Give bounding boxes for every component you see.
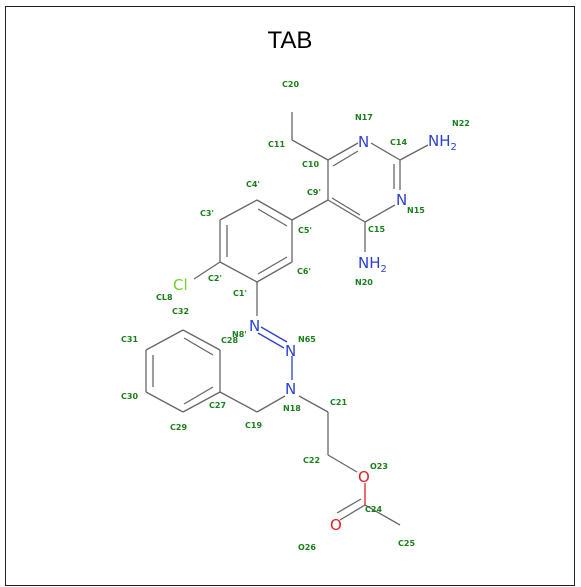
bond-c28-c32 <box>182 329 221 351</box>
label-c28: C28 <box>221 336 238 345</box>
label-c3p: C3' <box>200 209 214 218</box>
bond-c28-c32-double <box>183 337 214 356</box>
bond-c32-c31 <box>145 329 184 351</box>
atom-n8: N <box>249 317 260 335</box>
label-c19: C19 <box>245 421 262 430</box>
bond-c24-c25 <box>364 504 401 526</box>
label-c9p: C9' <box>307 188 321 197</box>
bond-c10-n17 <box>327 142 359 161</box>
label-n17: N17 <box>355 113 373 122</box>
bond-c29-c27 <box>182 391 221 413</box>
atom-n20: NH2 <box>358 254 387 275</box>
label-c27: C27 <box>209 401 226 410</box>
bond-c24-o26 <box>339 504 366 521</box>
bond-c2p-c1p <box>219 261 258 283</box>
label-c25: C25 <box>398 539 415 548</box>
bond-c2p-cl <box>193 261 221 280</box>
bond-n8-n65 <box>260 326 288 343</box>
label-c29: C29 <box>170 423 187 432</box>
bond-c22-o23 <box>327 454 358 473</box>
label-c21: C21 <box>330 398 347 407</box>
label-c6p: C6' <box>297 267 311 276</box>
bond-c1p-c6p-double <box>257 256 288 275</box>
label-n18: N18 <box>283 404 301 413</box>
bond-c14-n22 <box>399 144 429 161</box>
label-c4p: C4' <box>246 180 260 189</box>
bond-c15-c9 <box>327 199 366 223</box>
label-cl8: CL8 <box>156 293 173 302</box>
label-n8p: N8' <box>232 330 247 339</box>
bond-c30-c29 <box>145 391 184 413</box>
bond-c11-c10 <box>291 139 329 161</box>
atom-o23: O <box>358 468 370 486</box>
bond-n15-c15 <box>364 204 396 223</box>
bond-n18-c21 <box>298 395 329 413</box>
bond-c24-o26-double <box>336 498 362 514</box>
bond-c10-n17-double <box>332 150 359 167</box>
atom-n15: N <box>396 191 407 209</box>
bond-n8-n65-double <box>257 332 285 349</box>
bond-n18-c19 <box>256 395 286 413</box>
atom-cl: Cl <box>173 276 188 294</box>
label-n65: N65 <box>298 335 316 344</box>
label-n22: N22 <box>452 119 470 128</box>
label-c14: C14 <box>390 138 407 147</box>
label-c11: C11 <box>268 140 285 149</box>
atom-n17: N <box>358 133 369 151</box>
atom-n65: N <box>285 342 296 360</box>
bond-c19-c27 <box>219 391 258 413</box>
label-c20: C20 <box>282 80 299 89</box>
bond-c15-c9-double <box>331 197 361 216</box>
label-c10: C10 <box>302 160 319 169</box>
label-o23: O23 <box>370 462 388 471</box>
bond-c29-c27-double <box>183 386 214 405</box>
bond-n17-c14 <box>370 142 401 161</box>
bond-c5p-c4p-double <box>257 208 288 227</box>
atom-n22: NH2 <box>428 132 457 153</box>
label-n20: N20 <box>355 278 373 287</box>
label-c5p: C5' <box>298 226 312 235</box>
label-c1p: C1' <box>233 289 247 298</box>
label-c22: C22 <box>303 456 320 465</box>
atom-n18: N <box>285 380 296 398</box>
diagram-title: TAB <box>268 27 313 54</box>
label-c15: C15 <box>368 225 385 234</box>
bond-c1p-c6p <box>256 261 293 283</box>
label-c24: C24 <box>365 505 382 514</box>
label-o26: O26 <box>298 543 316 552</box>
bond-c9-c5p <box>291 199 329 221</box>
label-c31: C31 <box>121 335 138 344</box>
label-n15: N15 <box>407 206 425 215</box>
label-c2p: C2' <box>208 274 222 283</box>
label-c32: C32 <box>172 307 189 316</box>
atom-o26: O <box>330 516 342 534</box>
structure-frame <box>5 6 575 586</box>
label-c30: C30 <box>121 392 138 401</box>
bond-c5p-c4p <box>256 199 293 221</box>
bond-c4p-c3p <box>219 199 258 221</box>
